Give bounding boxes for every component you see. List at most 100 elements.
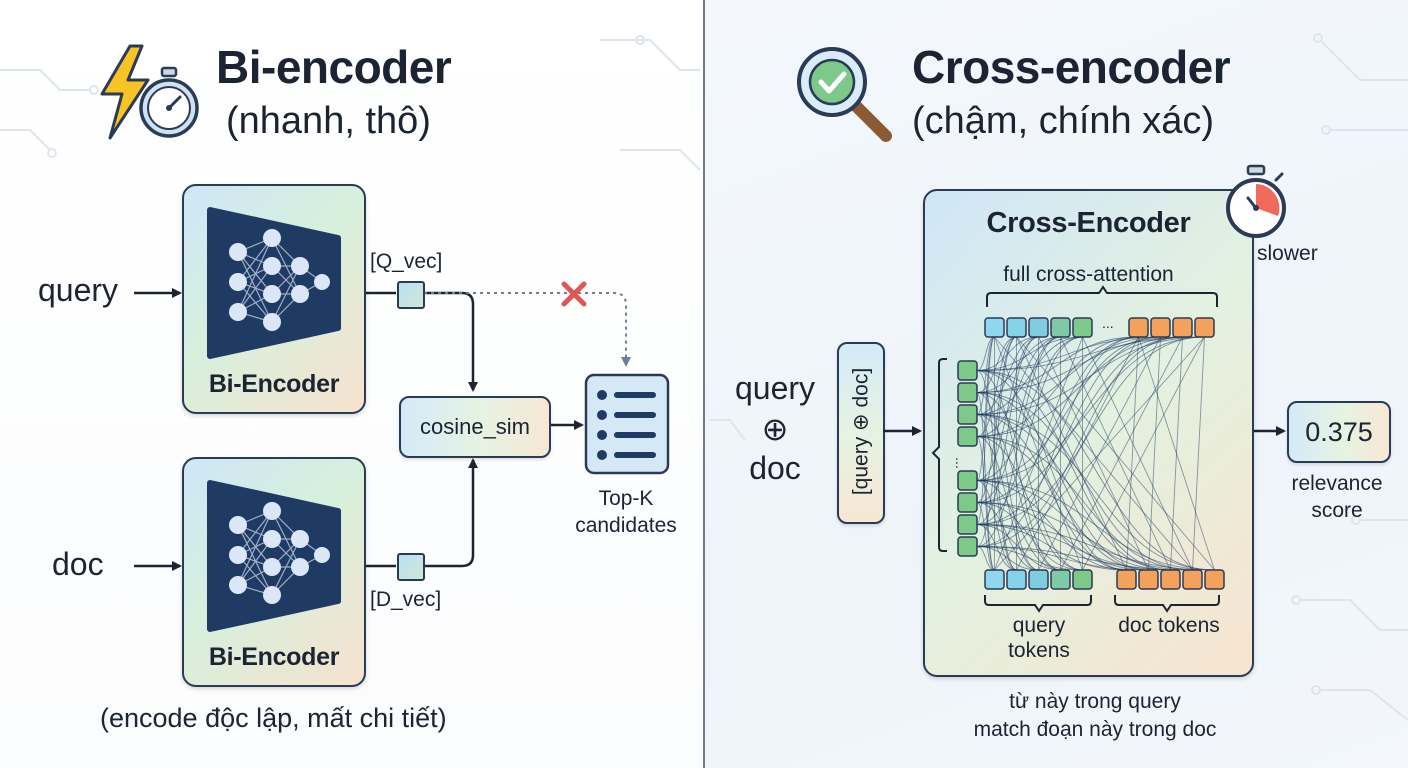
attention-link (976, 336, 1139, 393)
attention-link (976, 336, 1061, 547)
neural-network-icon (207, 207, 341, 359)
cross-footnote-line1: từ này trong query (1009, 690, 1181, 713)
top-doc-token (1128, 317, 1149, 338)
doc-token (1204, 569, 1225, 590)
query-tokens-line1: query (1012, 614, 1066, 637)
concat-input-line1: query (734, 370, 816, 406)
attention-link (976, 414, 1215, 571)
attention-link (976, 336, 1161, 525)
concat-input-op: ⊕ (761, 411, 789, 447)
attention-link (976, 546, 1083, 571)
relevance-score-value: 0.375 (1305, 416, 1373, 447)
top-doc-token (1150, 317, 1171, 338)
cross-encoder-title: Cross-encoder (912, 41, 1231, 93)
attention-link (976, 336, 1183, 547)
attention-link (1192, 336, 1205, 571)
column-token (957, 470, 978, 491)
topk-label-line2: candidates (575, 514, 677, 537)
attention-link (976, 370, 1215, 571)
attention-link (1038, 336, 1149, 571)
doc-token (1160, 569, 1181, 590)
attention-link (976, 524, 1061, 571)
query-label: query (38, 272, 119, 308)
attention-link (976, 414, 1017, 571)
top-query-token (1006, 317, 1027, 338)
cross-icon (561, 281, 587, 307)
bi-encoder-top-name: Bi-Encoder (208, 370, 340, 398)
attention-link (976, 336, 1039, 525)
d-vec-square (397, 553, 425, 581)
attention-link (976, 336, 1017, 547)
attention-link (976, 370, 1017, 571)
concat-pill: [query ⊕ doc] (837, 342, 885, 524)
attention-link (976, 336, 1039, 415)
relevance-score-line2: score (1311, 499, 1363, 522)
column-token (957, 426, 978, 447)
cross-encoder-box-title: Cross-Encoder (986, 207, 1191, 239)
top-query-token (1072, 317, 1093, 338)
doc-token (1182, 569, 1203, 590)
column-token (957, 404, 978, 425)
relevance-score-node: 0.375 (1287, 401, 1391, 463)
attention-link (976, 336, 995, 415)
cross-encoder-arrows (883, 426, 1286, 436)
column-token (957, 382, 978, 403)
bi-encoder-top-box: Bi-Encoder (182, 184, 366, 414)
column-token (957, 536, 978, 557)
top-query-token (1050, 317, 1071, 338)
attention-link (976, 502, 1149, 571)
magnifier-check-icon (797, 47, 892, 142)
attention-link (976, 336, 1139, 437)
attention-link (976, 336, 995, 525)
attention-link (1170, 336, 1183, 571)
attention-link (1082, 336, 1193, 571)
attention-link (976, 414, 1127, 571)
attention-link (976, 480, 1061, 571)
attention-link (1126, 336, 1139, 571)
cross-encoder-subtitle: (chậm, chính xác) (912, 100, 1214, 142)
bi-encoder-bottom-name: Bi-Encoder (208, 643, 340, 671)
concat-input-line2: doc (749, 450, 801, 486)
attention-link (976, 336, 1083, 371)
attention-link (976, 502, 995, 571)
relevance-score-line1: relevance (1291, 472, 1383, 495)
query-tokens-line2: tokens (1008, 639, 1070, 662)
q-vec-label: [Q_vec] (370, 250, 443, 273)
query-token (1072, 569, 1093, 590)
doc-label: doc (52, 546, 104, 582)
d-vec-label: [D_vec] (370, 588, 442, 611)
attention-link (976, 336, 1039, 481)
q-vec-square (397, 281, 425, 309)
top-doc-token (1194, 317, 1215, 338)
panel-divider (703, 0, 705, 768)
bi-encoder-footnote: (encode độc lập, mất chi tiết) (100, 703, 447, 733)
doc-tokens-brace (1114, 595, 1220, 613)
attention-link (1148, 336, 1161, 571)
attention-link (976, 336, 1183, 437)
attention-link (976, 336, 1017, 393)
attention-link (976, 336, 1139, 547)
attention-brace (986, 285, 1218, 307)
cosine-sim-label: cosine_sim (419, 414, 531, 439)
attention-link (976, 436, 1149, 571)
attention-link (976, 336, 1161, 481)
attention-link (976, 336, 1061, 437)
cross-attention-graph (931, 285, 1225, 613)
bi-encoder-connectors (134, 288, 631, 571)
cosine-sim-node: cosine_sim (399, 396, 551, 458)
column-tokens-brace (931, 358, 947, 552)
top-query-token (984, 317, 1005, 338)
column-token (957, 360, 978, 381)
bi-encoder-title: Bi-encoder (216, 41, 452, 93)
attention-link (976, 546, 1193, 571)
attention-link (976, 336, 1205, 525)
slower-label: slower (1257, 242, 1318, 265)
attention-link (1016, 336, 1127, 571)
lightning-stopwatch-icon (100, 44, 199, 140)
bi-encoder-subtitle: (nhanh, thô) (226, 100, 431, 142)
doc-tokens-label: doc tokens (1118, 614, 1220, 637)
attention-link (976, 480, 1127, 571)
attention-link (994, 336, 1205, 571)
column-token (957, 514, 978, 535)
query-token (1028, 569, 1049, 590)
